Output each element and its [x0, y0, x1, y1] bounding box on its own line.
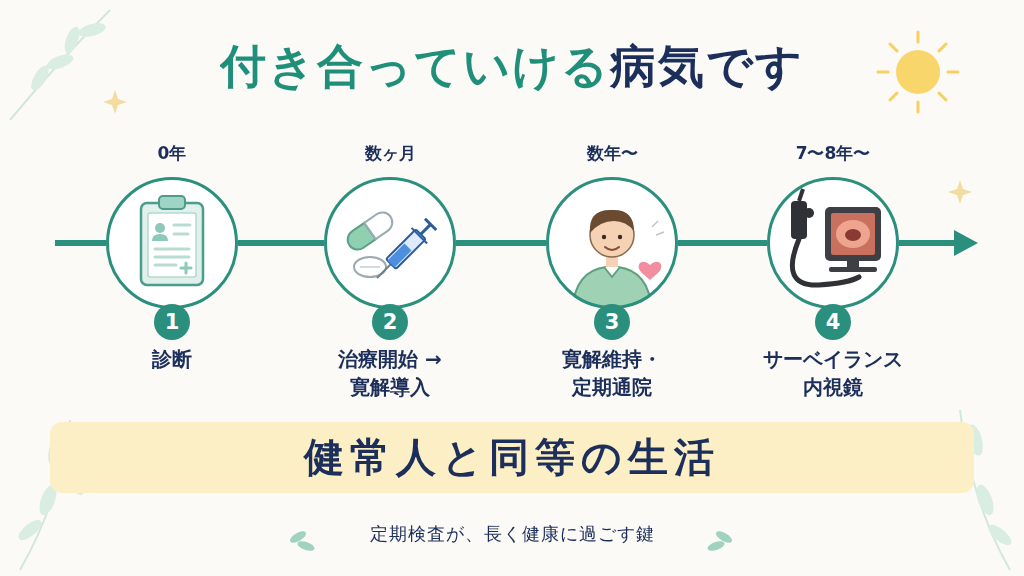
step-number: 3: [594, 304, 630, 340]
step-label: 診断: [82, 345, 262, 373]
step-label: サーベイランス 内視鏡: [743, 345, 923, 401]
step-circle: 3寛解維持・ 定期通院: [546, 177, 678, 309]
circle-outline: [546, 177, 678, 309]
step-circle: 1診断: [106, 177, 238, 309]
circle-outline: [767, 177, 899, 309]
step-number: 4: [815, 304, 851, 340]
clipboard-icon: [141, 196, 203, 285]
sun: [878, 32, 958, 112]
timeline-connector: [678, 240, 767, 246]
step-number: 1: [154, 304, 190, 340]
leaf-decoration: [10, 10, 1015, 570]
step-circle: 2治療開始 → 寛解導入: [324, 177, 456, 309]
step-number: 2: [372, 304, 408, 340]
circle-outline: [106, 177, 238, 309]
title-row: 付き合っていける病気です: [0, 36, 1024, 98]
step-label: 寛解維持・ 定期通院: [522, 345, 702, 401]
step-circle: 4サーベイランス 内視鏡: [767, 177, 899, 309]
endoscope-icon: [791, 189, 881, 285]
band-text: 健常人と同等の生活: [50, 430, 974, 485]
person-icon: [572, 210, 664, 313]
life-band: 健常人と同等の生活: [50, 422, 974, 493]
caption: 定期検査が、長く健康に過ごす鍵: [0, 522, 1024, 546]
time-label: 数年〜: [532, 142, 692, 165]
step-label: 治療開始 → 寛解導入: [300, 345, 480, 401]
timeline-connector: [456, 240, 546, 246]
circle-fill: [106, 177, 899, 309]
timeline-connector: [238, 240, 324, 246]
time-label: 7〜8年〜: [753, 142, 913, 165]
time-label: 数ヶ月: [310, 142, 470, 165]
medicine-icon: [344, 208, 439, 285]
circle-outline: [324, 177, 456, 309]
title: 付き合っていける病気です: [220, 36, 804, 98]
time-label: 0年: [92, 142, 252, 165]
